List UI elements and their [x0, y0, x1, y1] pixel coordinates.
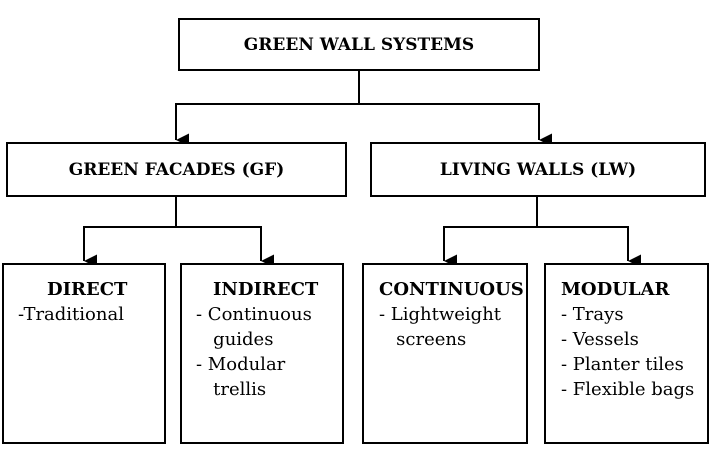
list-item: screens: [379, 329, 467, 350]
leaf-node-indirect: INDIRECT - Continuous guides - Modular t…: [180, 263, 344, 444]
branch-node-living-walls: LIVING WALLS (LW): [370, 142, 706, 197]
modular-title: MODULAR: [561, 279, 670, 300]
list-item: -Traditional: [18, 304, 124, 325]
leaf-node-continuous: CONTINUOUS - Lightweight screens: [362, 263, 528, 444]
continuous-item-list: - Lightweight screens: [364, 302, 526, 352]
root-node-green-wall-systems: GREEN WALL SYSTEMS: [178, 18, 540, 71]
list-item: - Continuous: [196, 304, 312, 325]
list-item: - Trays: [561, 304, 624, 325]
list-item: - Modular: [196, 354, 286, 375]
leaf-node-direct: DIRECT -Traditional: [2, 263, 166, 444]
indirect-item-list: - Continuous guides - Modular trellis: [182, 302, 342, 402]
list-item: - Vessels: [561, 329, 639, 350]
root-node-label: GREEN WALL SYSTEMS: [243, 34, 475, 55]
branch-node-green-facades: GREEN FACADES (GF): [6, 142, 347, 197]
green-facades-label: GREEN FACADES (GF): [68, 159, 285, 180]
list-item: guides: [196, 329, 274, 350]
indirect-title: INDIRECT: [213, 279, 319, 300]
list-item: - Flexible bags: [561, 379, 695, 400]
modular-item-list: - Trays - Vessels - Planter tiles - Flex…: [546, 302, 707, 402]
continuous-title: CONTINUOUS: [379, 279, 524, 300]
list-item: - Planter tiles: [561, 354, 684, 375]
list-item: trellis: [196, 379, 267, 400]
living-walls-label: LIVING WALLS (LW): [439, 159, 637, 180]
list-item: - Lightweight: [379, 304, 502, 325]
direct-item-list: -Traditional: [4, 302, 164, 327]
direct-title: DIRECT: [47, 279, 128, 300]
leaf-node-modular: MODULAR - Trays - Vessels - Planter tile…: [544, 263, 709, 444]
